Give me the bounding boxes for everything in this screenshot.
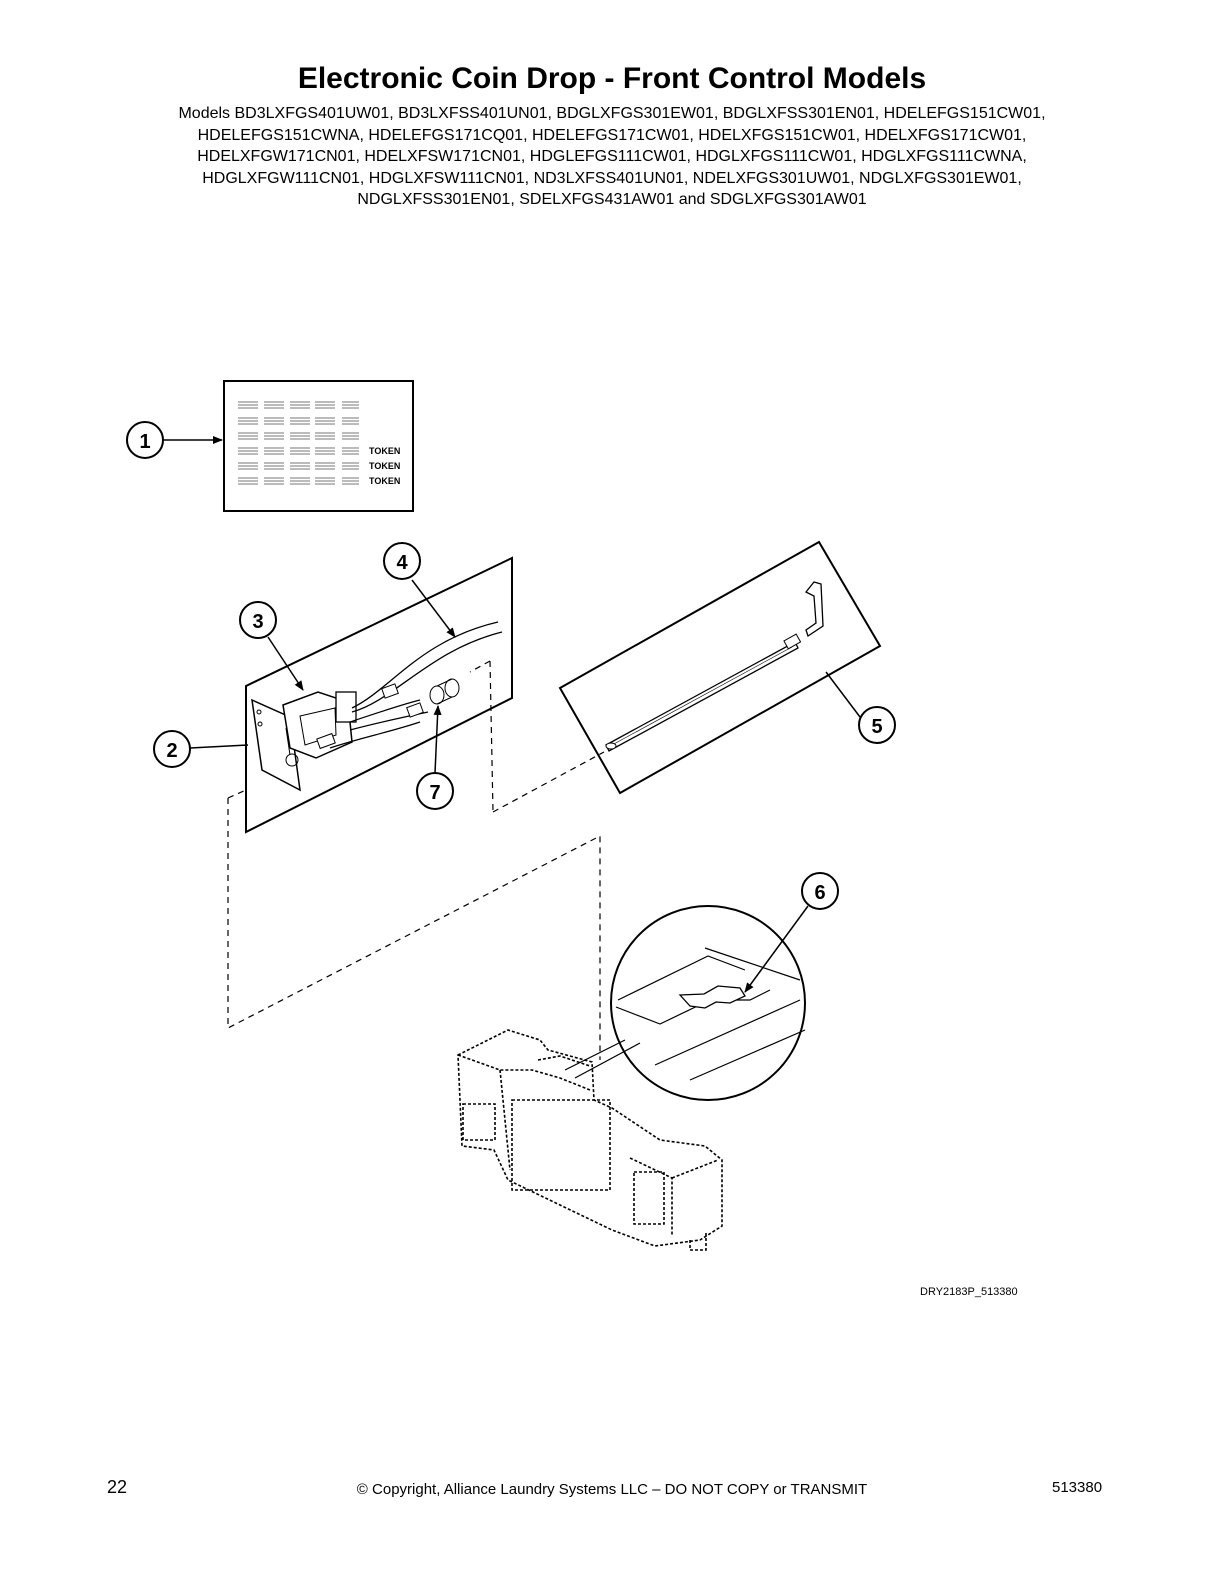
callout-1: 1: [126, 421, 164, 459]
model-line: HDELEFGS151CWNA, HDELEFGS171CQ01, HDELEF…: [197, 126, 1027, 144]
page-title: Electronic Coin Drop - Front Control Mod…: [297, 62, 927, 95]
control-panel-outline: [457, 1029, 723, 1251]
copyright-notice: © Copyright, Alliance Laundry Systems LL…: [356, 1481, 868, 1498]
callout-number: 6: [814, 882, 825, 904]
model-line: Models BD3LXFGS401UW01, BD3LXFSS401UN01,…: [178, 105, 1046, 122]
callout-number: 1: [139, 431, 150, 453]
model-line: HDGLXFGW111CN01, HDGLXFSW111CN01, ND3LXF…: [202, 169, 1022, 187]
callout-6: 6: [801, 872, 839, 910]
callout-leaders: [162, 436, 861, 993]
callout-number: 3: [252, 611, 263, 633]
model-line: NDGLXFSS301EN01, SDELXFGS431AW01 and SDG…: [357, 191, 867, 208]
detail-view: [564, 905, 806, 1101]
callout-number: 7: [429, 782, 440, 804]
token-label-part: TOKEN TOKEN TOKEN: [223, 380, 414, 512]
token-text: TOKEN: [369, 461, 400, 471]
token-text: TOKEN: [369, 446, 400, 456]
figure-reference: DRY2183P_513380: [920, 1286, 1018, 1298]
callout-3: 3: [239, 601, 277, 639]
token-text: TOKEN: [369, 476, 400, 486]
tie-strap-panel: [558, 540, 882, 795]
callout-2: 2: [153, 730, 191, 768]
callout-4: 4: [383, 542, 421, 580]
ferrite-core: [429, 678, 460, 705]
callout-5: 5: [858, 706, 896, 744]
callout-number: 2: [166, 740, 177, 762]
coin-drop-panel: [245, 556, 513, 834]
model-list: Models BD3LXFGS401UW01, BD3LXFSS401UN01,…: [110, 103, 1114, 211]
document-number: 513380: [1052, 1479, 1103, 1496]
model-line: HDELXFGW171CN01, HDELXFSW171CN01, HDGLEF…: [197, 148, 1027, 165]
callout-number: 5: [871, 716, 882, 738]
page-number: 22: [107, 1477, 128, 1497]
callout-7: 7: [416, 772, 454, 810]
assembly-guides: [227, 660, 605, 1060]
callout-number: 4: [396, 552, 408, 574]
